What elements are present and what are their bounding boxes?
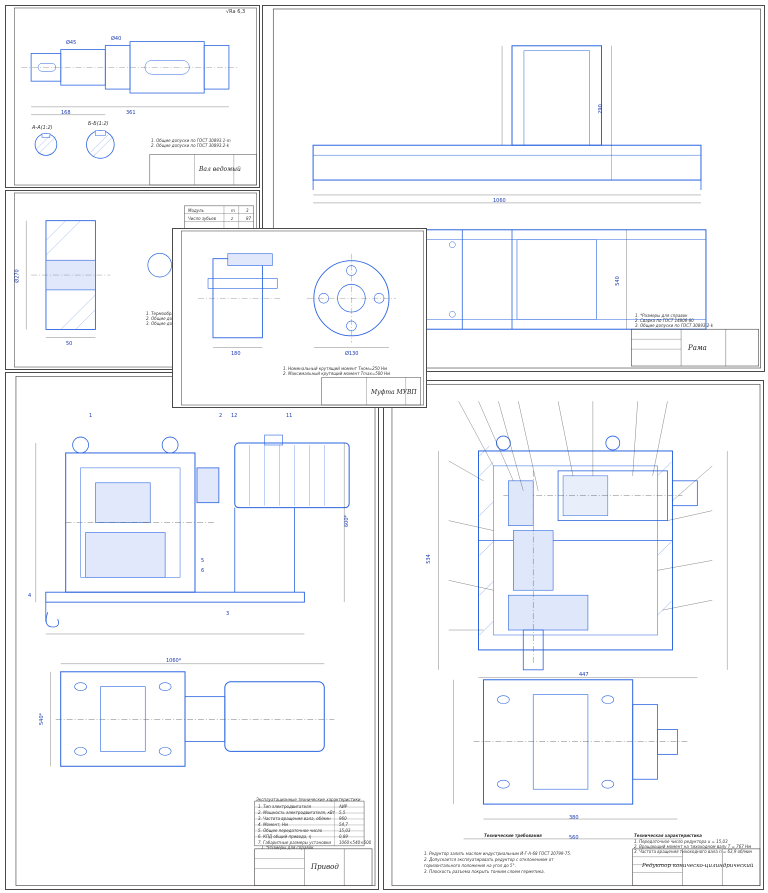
reducer-tech-req-3: горизонтального положения на угол до 5°. [424, 863, 516, 868]
drive-row-4-value: 54,7 [339, 822, 348, 827]
frame-note-2: 2. Сварка по ГОСТ 14806-80 [635, 318, 694, 323]
drive-part-4: 4 [28, 593, 32, 599]
reducer-char-1: 1. Передаточное число редуктора u = 15,0… [634, 839, 728, 844]
drive-row-3-label: 3. Частота вращения вала, об/мин [258, 816, 331, 821]
wheel-table-value-2: 87 [246, 216, 252, 221]
reducer-char-2: 2. Вращающий момент на тихоходном валу T… [634, 844, 752, 849]
dim-shaft-d1: Ø45 [66, 40, 77, 46]
wheel-table-label-2: Число зубьев [188, 216, 216, 221]
dim-frame-overall: 1060 [493, 198, 506, 204]
sheet-reducer-assembly: 534 447 380 560 Технические требования 1… [383, 380, 764, 890]
drive-note: 1. *Размеры для справок [261, 845, 314, 850]
drive-row-7-value: 1060×540×600 [339, 840, 372, 845]
shaft-drawing [14, 7, 257, 186]
dim-coupling-length: 180 [231, 351, 241, 357]
drive-row-2-value: 5,5 [339, 810, 346, 815]
frame-title: Рама [688, 344, 707, 352]
wheel-note-2: 2. Общие допуски [146, 316, 185, 321]
reducer-tech-req-1: 1. Редуктор залить маслом индустриальным… [424, 851, 572, 856]
coupling-title: Муфта МУВП [371, 389, 417, 396]
dim-wheel-width: 50 [66, 341, 73, 347]
drive-row-7-label: 7. Габаритные размеры установки [258, 840, 332, 845]
drive-row-1-label: 1. Тип электродвигателя [258, 804, 311, 809]
dim-reducer-height: 534 [425, 554, 432, 564]
drive-part-11: 11 [286, 413, 293, 419]
sheet-shaft: √Ra 6,3 361 168 Ø45 Ø40 А-А(1:2) Б-Б(1:2… [5, 5, 260, 188]
coupling-note-1: 1. Номинальный крутящий момент Тном=250 … [283, 366, 388, 371]
drive-row-4-label: 4. Момент, Нм [258, 822, 288, 827]
drive-part-12: 12 [231, 413, 238, 419]
dim-reducer-base: 447 [579, 672, 589, 678]
coupling-note-2: 2. Максимальный крутящий момент Тmax=500… [283, 371, 391, 376]
drive-row-5-label: 5. Общее передаточное число [258, 828, 323, 833]
wheel-drawing [14, 192, 257, 368]
dim-shaft-len1: 168 [61, 110, 71, 116]
wheel-note-1: 1. Термообработка [146, 311, 187, 316]
coupling-drawing [181, 230, 424, 406]
reducer-char-title: Техническая характеристика [634, 833, 702, 838]
frame-note-3: 3. Общие допуски по ГОСТ 30893.2-k [635, 323, 714, 328]
frame-note-1: 1. *Размеры для справок [635, 313, 688, 318]
sheet-coupling: Ø130 180 1. Номинальный крутящий момент … [172, 228, 427, 408]
dim-reducer-overall: 560 [569, 835, 579, 841]
shaft-note-2: 2. Общие допуски по ГОСТ 30893.2-k [151, 143, 230, 148]
shaft-section-b: Б-Б(1:2) [88, 121, 109, 127]
dim-shaft-d2: Ø40 [111, 36, 122, 42]
dim-frame-width: 540 [614, 276, 621, 286]
shaft-note-1: 1. Общие допуски по ГОСТ 30893.1-m [151, 138, 231, 143]
drive-drawing [15, 376, 376, 886]
drive-title: Привод [311, 863, 339, 871]
drive-row-6-value: 0,89 [339, 834, 348, 839]
wheel-table-label-1: Модуль [188, 208, 204, 213]
wheel-table-symbol-1: m [231, 208, 235, 213]
dim-drive-length: 1060* [166, 658, 182, 664]
shaft-title: Вал ведомый [199, 166, 241, 173]
dim-coupling-diameter: Ø130 [345, 351, 359, 357]
drive-part-6: 6 [201, 568, 205, 574]
drive-row-6-label: 6. КПД общий привода, η [258, 834, 312, 839]
drive-part-5: 5 [201, 558, 205, 564]
sheet-drive-assembly: 1 2 3 4 5 6 11 12 1060* 540* 600* Эксплу… [5, 372, 379, 890]
reducer-tech-req-4: 3. Плоскость разъема покрыть тонким слое… [424, 869, 545, 874]
drive-part-2: 2 [219, 413, 223, 419]
drive-row-3-value: 960 [339, 816, 347, 821]
reducer-tech-req-2: 2. Допускается эксплуатировать редуктор … [424, 857, 554, 862]
drive-row-5-value: 15,03 [339, 828, 351, 833]
dim-reducer-plan: 380 [569, 815, 579, 821]
dim-frame-height: 290 [597, 104, 604, 114]
dim-wheel-diameter: Ø270 [14, 269, 21, 283]
drive-part-1: 1 [89, 413, 93, 419]
shaft-roughness: √Ra 6,3 [226, 9, 246, 15]
drive-table-title: Эксплуатационные технические характерист… [256, 797, 361, 802]
reducer-char-3: 3. Частота вращения тихоходного вала n =… [634, 849, 753, 854]
reducer-drawing [391, 383, 761, 887]
wheel-note-3: 3. Общие допуски [146, 321, 185, 326]
drive-row-1-value: АИР [339, 804, 348, 809]
dim-drive-width: 540* [39, 712, 46, 726]
wheel-table-symbol-2: z [231, 216, 234, 221]
reducer-tech-req-title: Технические требования [484, 833, 542, 838]
dim-drive-height: 600* [344, 514, 351, 528]
shaft-section-a: А-А(1:2) [32, 125, 53, 131]
dim-shaft-total: 361 [126, 110, 136, 116]
drive-row-2-label: 2. Мощность электродвигателя, кВт [258, 810, 335, 815]
wheel-table-value-1: 3 [246, 208, 249, 213]
drive-part-3: 3 [226, 611, 230, 617]
reducer-title: Редуктор коническо-цилиндрический [642, 863, 754, 869]
